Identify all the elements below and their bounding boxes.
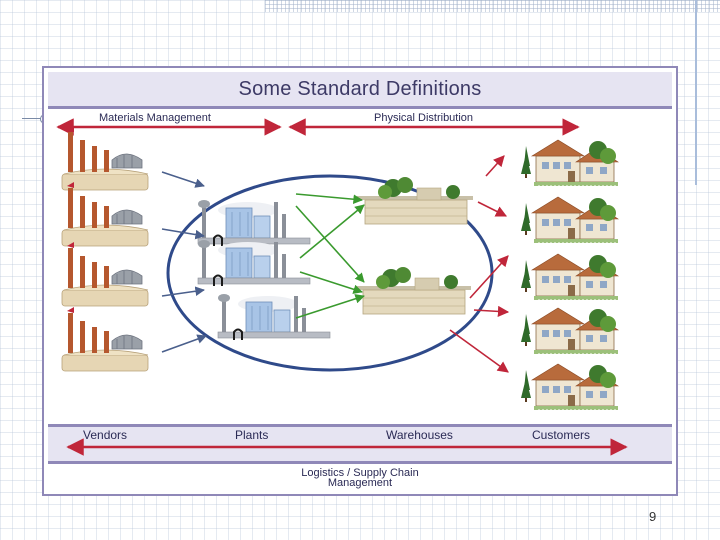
outbound-arrow (477, 201, 508, 217)
outbound-arrow (485, 155, 505, 177)
inbound-arrow (161, 334, 207, 353)
page-number: 9 (649, 509, 657, 524)
decorative-connector (22, 118, 46, 119)
outbound-arrow (469, 255, 509, 299)
decorative-band (265, 0, 720, 12)
logistics-label: Logistics / Supply Chain Management (44, 467, 676, 489)
plant-to-warehouse-arrow (295, 294, 365, 319)
plant-icon (197, 239, 311, 287)
plant-to-warehouse-arrow (299, 271, 363, 294)
outbound-arrow (473, 305, 510, 317)
decorative-line (695, 0, 697, 185)
inbound-arrow (161, 171, 205, 188)
factory-icon (61, 241, 149, 307)
plant-to-warehouse-arrow (295, 193, 363, 204)
supply-chain-diagram (56, 118, 628, 456)
page-title: Some Standard Definitions (238, 77, 482, 100)
warehouse-icon (356, 176, 474, 225)
factory-icon (61, 181, 149, 247)
house-icon (520, 307, 619, 355)
title-bar: Some Standard Definitions (48, 72, 672, 109)
factory-icon (61, 125, 149, 191)
plant-icon (197, 199, 311, 247)
inbound-arrow (161, 286, 205, 297)
logistics-line-1: Logistics / Supply Chain (301, 467, 419, 479)
logistics-line-2: Management (327, 477, 393, 489)
plant-to-warehouse-arrow (299, 204, 365, 259)
outbound-arrow (449, 329, 509, 373)
plant-to-warehouse-arrow (295, 205, 365, 283)
factory-icon (61, 306, 149, 372)
house-icon (520, 139, 619, 187)
house-icon (520, 253, 619, 301)
warehouse-icon (354, 266, 472, 315)
inbound-arrow (161, 228, 205, 240)
house-icon (520, 196, 619, 244)
plant-icon (217, 293, 331, 341)
house-icon (520, 363, 619, 411)
